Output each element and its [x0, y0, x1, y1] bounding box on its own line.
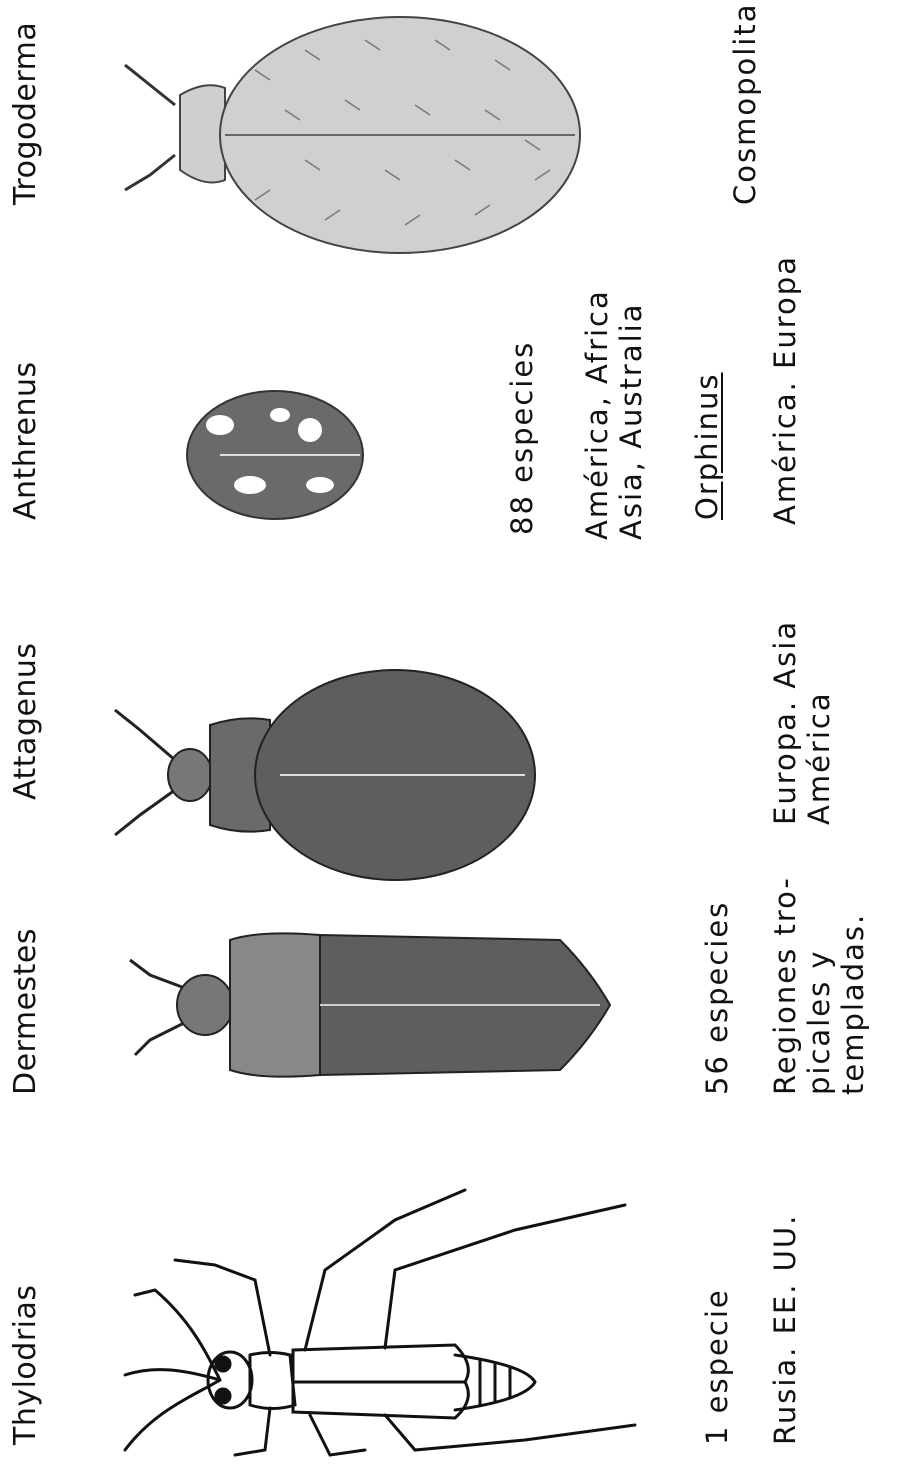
genus-name-trogoderma: Trogoderma — [8, 22, 43, 205]
distribution-trogoderma: Cosmopolita — [728, 3, 762, 206]
thylodrias-beetle-drawing — [95, 1150, 655, 1460]
distribution-attagenus: Europa. Asia América — [768, 620, 836, 825]
distribution-line: picales y — [802, 876, 836, 1095]
distribution-line: América — [802, 620, 836, 825]
dermestes-beetle-drawing — [120, 880, 640, 1130]
genus-name-attagenus: Attagenus — [8, 642, 43, 800]
orphinus-name: Orphinus — [690, 373, 724, 520]
genus-name-dermestes: Dermestes — [8, 928, 43, 1095]
distribution-line: Asia, Australia — [614, 289, 648, 540]
orphinus-genus: Orphinus — [690, 373, 724, 520]
genus-name-anthrenus: Anthrenus — [8, 361, 43, 520]
distribution-line: América, Africa — [580, 289, 614, 540]
species-count-dermestes: 56 especies — [700, 901, 734, 1095]
distribution-line: Cosmopolita — [728, 3, 762, 206]
anthrenus-beetle-drawing — [180, 385, 370, 525]
species-count-anthrenus: 88 especies — [505, 341, 539, 535]
distribution-anthrenus: América, Africa Asia, Australia — [580, 289, 648, 540]
distribution-dermestes: Regiones tro- picales y templadas. — [768, 876, 871, 1095]
distribution-line: Rusia. EE. UU. — [768, 1214, 802, 1445]
trogoderma-beetle-drawing — [105, 10, 585, 260]
species-count-thylodrias: 1 especie — [700, 1288, 734, 1445]
distribution-line: Europa. Asia — [768, 620, 802, 825]
distribution-line: Regiones tro- — [768, 876, 802, 1095]
orphinus-distribution: América. Europa — [768, 255, 802, 525]
distribution-line: templadas. — [836, 876, 870, 1095]
distribution-thylodrias: Rusia. EE. UU. — [768, 1214, 802, 1445]
genus-name-thylodrias: Thylodrias — [8, 1284, 43, 1445]
attagenus-beetle-drawing — [100, 650, 550, 900]
